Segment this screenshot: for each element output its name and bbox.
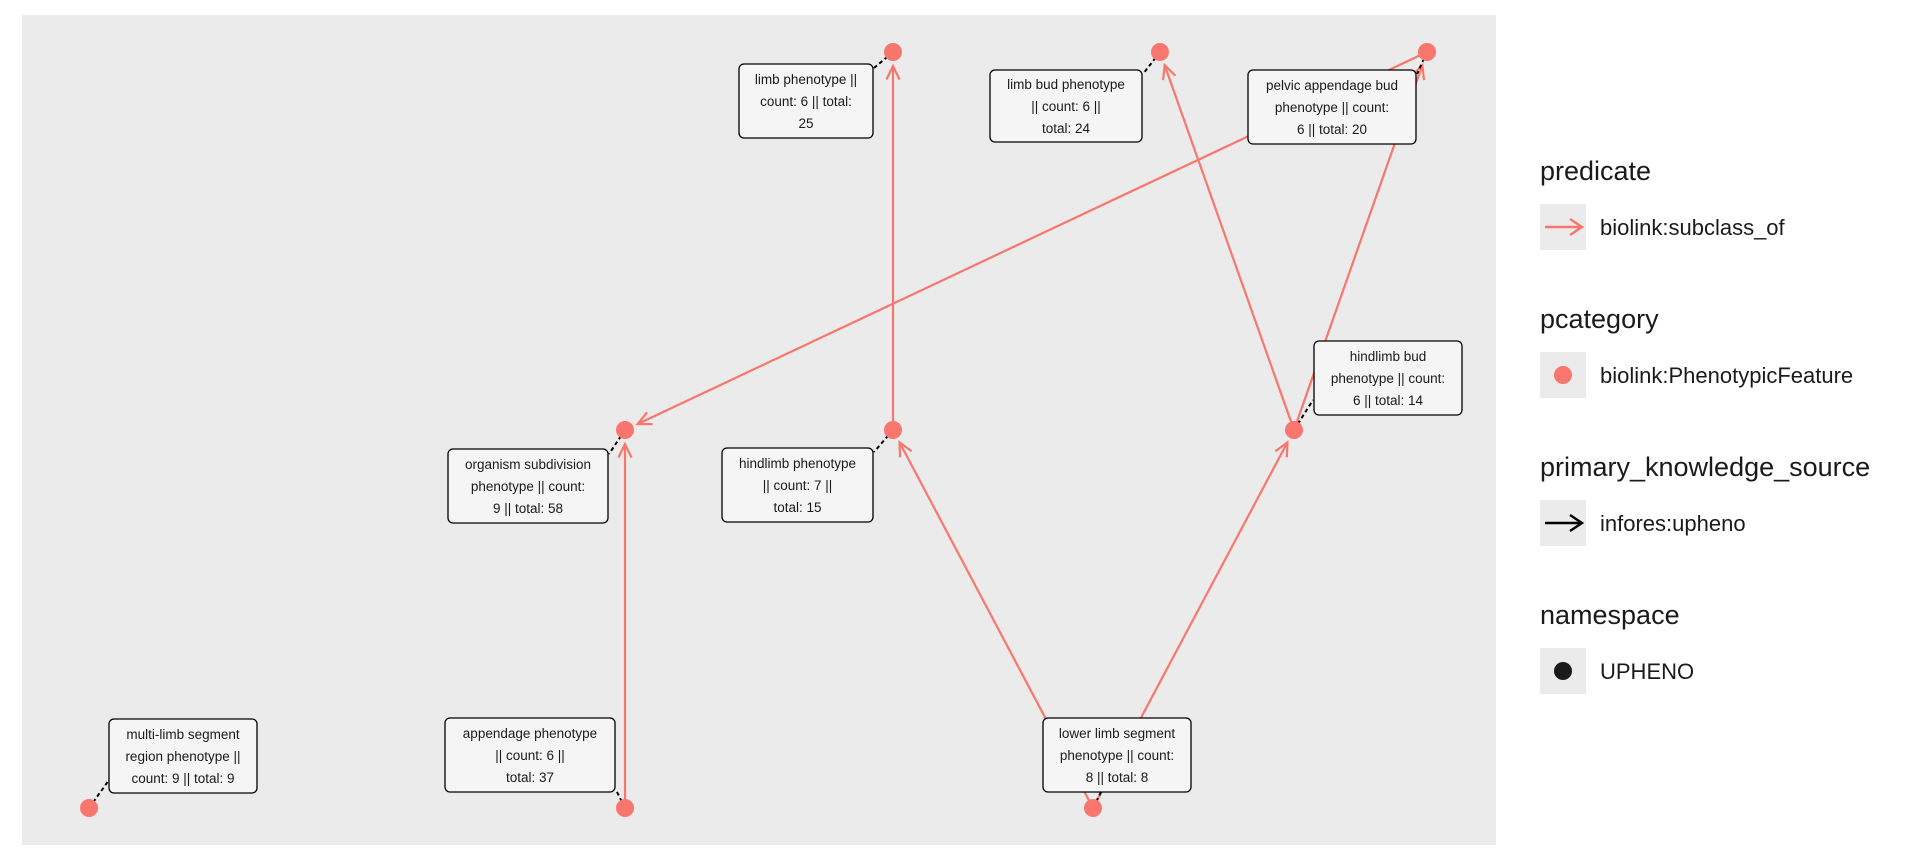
legend-point-icon — [1554, 366, 1572, 384]
label-box — [447, 448, 609, 524]
node-label-hindlimb_bud: hindlimb bud phenotype || count: 6 || tota… — [1313, 340, 1463, 416]
node-label-hindlimb: hindlimb phenotype || count: 7 || total: 1… — [721, 447, 874, 523]
label-line: hindlimb phenotype — [739, 456, 856, 471]
label-line: || count: 6 || — [1031, 99, 1101, 114]
node-label-appendage: appendage phenotype || count: 6 || total: … — [444, 717, 616, 793]
node-label-pelvic: pelvic appendage bud phenotype || count: 6… — [1247, 69, 1417, 145]
node-label-limb: limb phenotype || count: 6 || total: 25 — [738, 63, 874, 139]
label-box — [1247, 69, 1417, 145]
label-line: 6 || total: 14 — [1353, 393, 1424, 408]
legend: predicate biolink:subclass_of pcategory bio… — [1540, 156, 1870, 694]
label-line: pelvic appendage bud — [1266, 78, 1398, 93]
label-link-hindlimb — [873, 429, 894, 453]
label-line: limb phenotype || — [755, 72, 857, 87]
edge-appendage-to-organism — [617, 441, 633, 808]
label-box — [738, 63, 874, 139]
node-appendage — [616, 799, 634, 817]
label-box — [1042, 717, 1192, 793]
label-line: || count: 7 || — [763, 478, 833, 493]
node-limb_bud — [1151, 43, 1169, 61]
label-line: lower limb segment — [1059, 726, 1176, 741]
label-line: phenotype || count: — [1060, 748, 1174, 763]
node-hindlimb_bud — [1285, 421, 1303, 439]
node-label-lower: lower limb segment phenotype || count: 8 |… — [1042, 717, 1192, 793]
edge-arrowhead — [1274, 440, 1289, 458]
label-line: hindlimb bud — [1350, 349, 1427, 364]
label-line: || count: 6 || — [495, 748, 565, 763]
label-line: count: 9 || total: 9 — [131, 771, 234, 786]
node-organism — [616, 421, 634, 439]
node-limb — [884, 43, 902, 61]
node-labels-layer: limb phenotype ||count: 6 || total:25lim… — [108, 63, 1463, 794]
node-label-organism: organism subdivision phenotype || count: 9… — [447, 448, 609, 524]
edge-arrowhead — [1161, 62, 1177, 81]
node-pelvic — [1418, 43, 1436, 61]
label-box — [721, 447, 874, 523]
label-box — [989, 69, 1143, 143]
label-line: phenotype || count: — [471, 479, 585, 494]
legend-arrowhead-icon — [1569, 514, 1585, 532]
legend-primary_knowledge_source: primary_knowledge_source infores:upheno — [1540, 452, 1870, 546]
legend-label: biolink:subclass_of — [1600, 215, 1786, 240]
label-line: phenotype || count: — [1331, 371, 1445, 386]
label-line: limb bud phenotype — [1007, 77, 1125, 92]
label-box — [108, 718, 258, 794]
label-line: 9 || total: 58 — [493, 501, 563, 516]
nodes-layer — [80, 43, 1436, 817]
legend-label: infores:upheno — [1600, 511, 1746, 536]
label-link-limb_bud — [1142, 51, 1161, 75]
label-link-organism — [608, 429, 626, 455]
label-line: 8 || total: 8 — [1086, 770, 1149, 785]
label-line: phenotype || count: — [1275, 100, 1389, 115]
legend-label: UPHENO — [1600, 659, 1694, 684]
label-line: region phenotype || — [125, 749, 240, 764]
edge-arrowhead — [617, 441, 633, 458]
label-line: total: 37 — [506, 770, 554, 785]
legend-title: pcategory — [1540, 304, 1659, 334]
legend-title: namespace — [1540, 600, 1680, 630]
edge-hindlimb_bud-to-limb_bud — [1161, 62, 1296, 431]
legend-point-icon — [1554, 662, 1572, 680]
label-line: 6 || total: 20 — [1297, 122, 1367, 137]
node-multi — [80, 799, 98, 817]
edge-arrowhead — [898, 440, 913, 458]
label-line: total: 24 — [1042, 121, 1091, 136]
label-link-hindlimb_bud — [1293, 399, 1314, 431]
node-lower — [1084, 799, 1102, 817]
edge-arrowhead — [885, 63, 901, 80]
legend-title: primary_knowledge_source — [1540, 452, 1870, 482]
node-label-limb_bud: limb bud phenotype || count: 6 || total: 2… — [989, 69, 1143, 143]
label-box — [1313, 340, 1463, 416]
label-link-multi — [88, 779, 110, 809]
label-line: 25 — [798, 116, 813, 131]
label-line: count: 6 || total: — [760, 94, 852, 109]
label-line: total: 15 — [773, 500, 821, 515]
legend-title: predicate — [1540, 156, 1651, 186]
node-hindlimb — [884, 421, 902, 439]
edge-hindlimb-to-limb — [885, 63, 901, 430]
label-line: multi-limb segment — [126, 727, 240, 742]
edge-line — [1163, 64, 1296, 431]
label-line: organism subdivision — [465, 457, 591, 472]
edge-arrowhead — [635, 411, 653, 426]
legend-predicate: predicate biolink:subclass_of — [1540, 156, 1786, 250]
legend-pcategory: pcategory biolink:PhenotypicFeature — [1540, 304, 1853, 398]
node-label-multi: multi-limb segment region phenotype || cou… — [108, 718, 258, 794]
legend-arrowhead-icon — [1569, 218, 1585, 236]
label-line: appendage phenotype — [463, 726, 597, 741]
label-box — [444, 717, 616, 793]
legend-label: biolink:PhenotypicFeature — [1600, 363, 1853, 388]
plot-panel — [22, 15, 1496, 845]
